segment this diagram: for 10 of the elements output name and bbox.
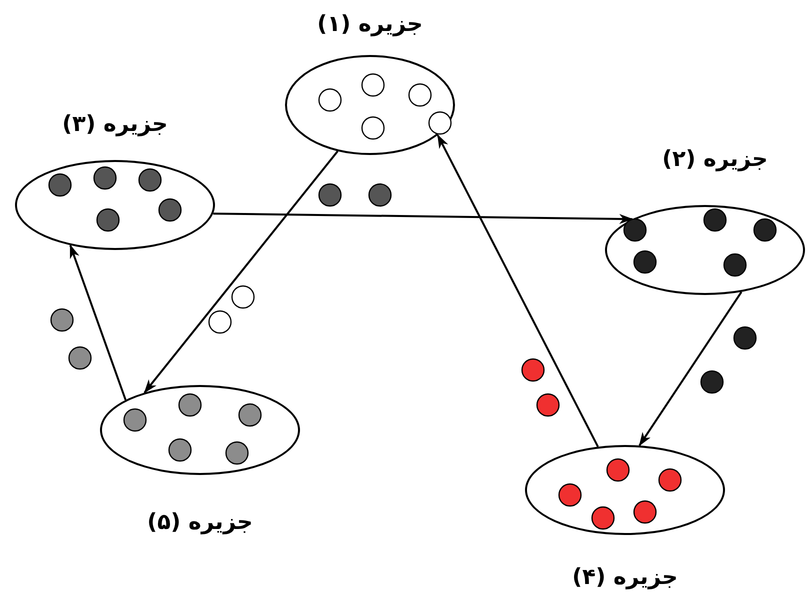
island-label: جزیره (۱) (317, 12, 423, 38)
island-label: جزیره (۳) (62, 112, 168, 138)
island-label: جزیره (۵) (147, 510, 253, 536)
arrow (213, 212, 634, 224)
arrow (144, 150, 338, 394)
arrow (436, 134, 599, 448)
island-label: جزیره (۲) (662, 147, 768, 173)
arrow (638, 291, 742, 446)
island-label: جزیره (۴) (572, 565, 678, 591)
arrow (69, 244, 127, 400)
